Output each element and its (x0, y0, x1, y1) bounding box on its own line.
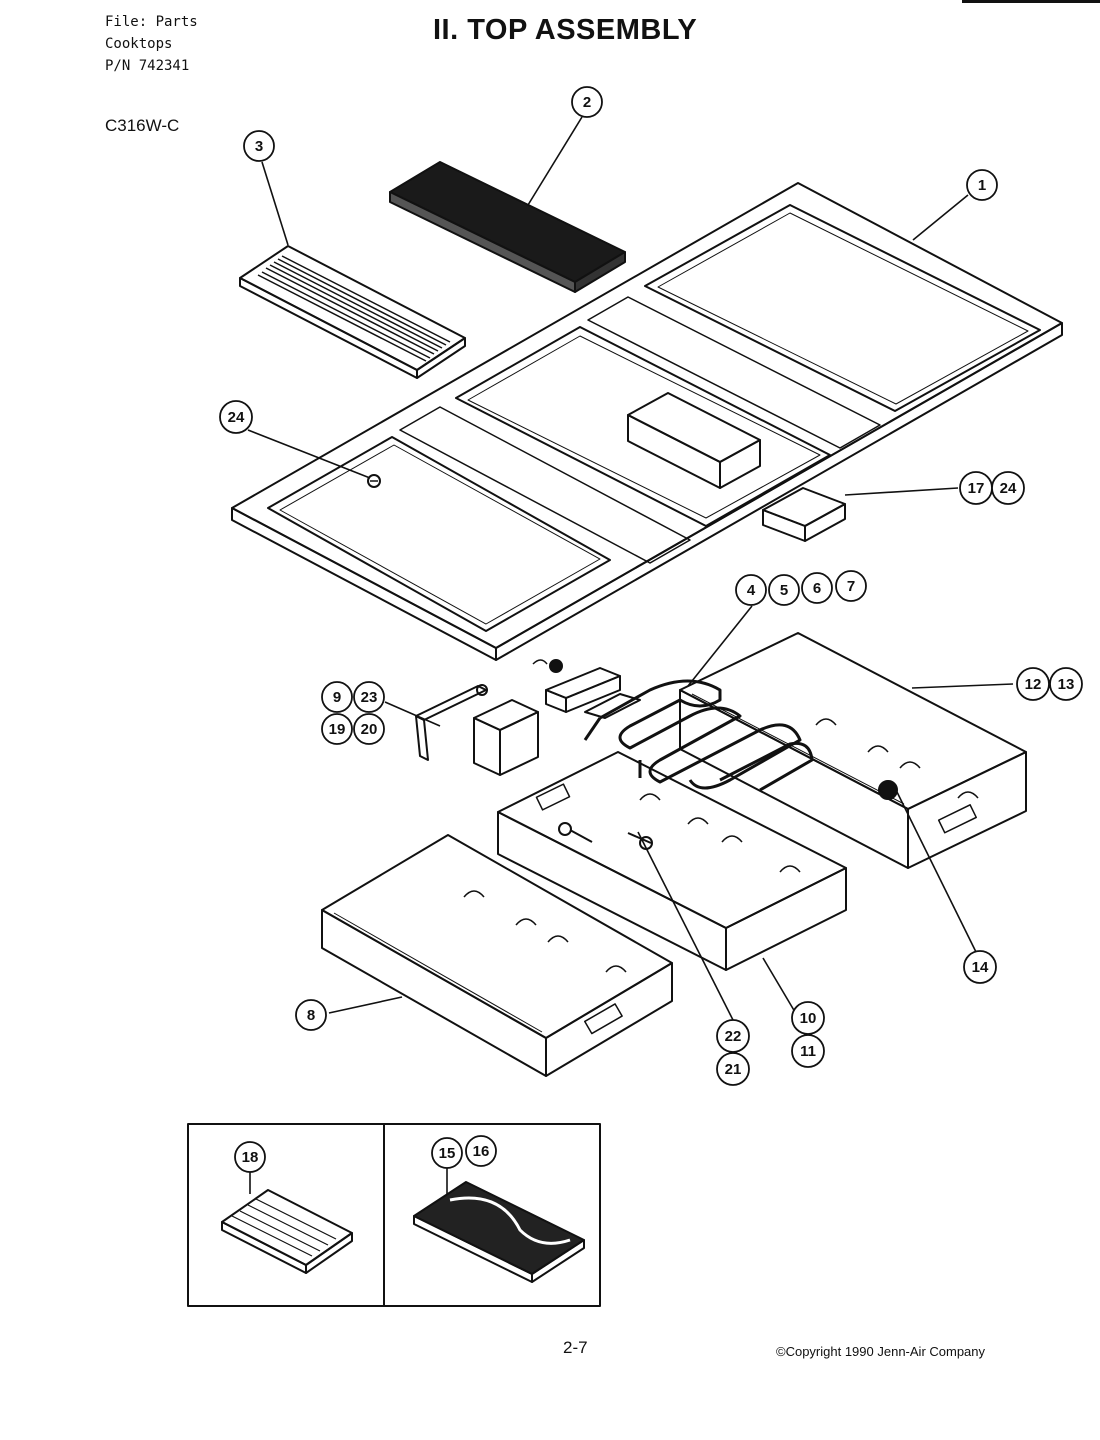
leader-lines (247, 116, 1014, 1194)
grille-part (239, 245, 466, 379)
callout-19: 19 (321, 713, 353, 745)
switch-part (473, 699, 539, 776)
rock-grate-part (413, 1181, 585, 1283)
callout-24-right: 24 (991, 471, 1025, 505)
svg-text:10: 10 (800, 1010, 817, 1027)
svg-text:24: 24 (1000, 480, 1017, 497)
svg-text:21: 21 (725, 1061, 742, 1078)
callout-12: 12 (1016, 667, 1050, 701)
callout-10: 10 (791, 1001, 825, 1035)
callout-9: 9 (321, 681, 353, 713)
callout-21: 21 (716, 1052, 750, 1086)
callout-4: 4 (735, 574, 767, 606)
category-line: Cooktops (105, 36, 173, 52)
callout-16: 16 (465, 1135, 497, 1167)
callout-7: 7 (835, 570, 867, 602)
svg-text:17: 17 (968, 480, 985, 497)
callout-15: 15 (431, 1137, 463, 1169)
inset-panel (187, 1123, 601, 1307)
svg-text:12: 12 (1025, 676, 1042, 693)
svg-text:16: 16 (473, 1143, 490, 1160)
svg-text:3: 3 (255, 138, 263, 155)
middle-pan-part (497, 751, 847, 971)
svg-text:19: 19 (329, 721, 346, 738)
filter-part (389, 161, 626, 293)
svg-text:15: 15 (439, 1145, 456, 1162)
copyright-notice: ©Copyright 1990 Jenn-Air Company (776, 1344, 986, 1359)
left-pan-part (321, 834, 673, 1077)
svg-text:5: 5 (780, 582, 788, 599)
callout-23: 23 (353, 681, 385, 713)
svg-text:22: 22 (725, 1028, 742, 1045)
callout-5: 5 (768, 574, 800, 606)
callout-3: 3 (243, 130, 275, 162)
svg-text:24: 24 (228, 409, 245, 426)
right-pan-part (679, 632, 1027, 869)
terminal-block-part (762, 487, 846, 542)
callout-18: 18 (234, 1141, 266, 1173)
callout-6: 6 (801, 572, 833, 604)
terminal-strip-part (532, 659, 641, 719)
callout-20: 20 (353, 713, 385, 745)
callout-13: 13 (1049, 667, 1083, 701)
callout-2: 2 (571, 86, 603, 118)
callout-14: 14 (963, 950, 997, 984)
svg-text:14: 14 (972, 959, 989, 976)
svg-text:23: 23 (361, 689, 378, 706)
top-frame-part (231, 182, 1063, 661)
svg-text:20: 20 (361, 721, 378, 738)
svg-text:11: 11 (800, 1043, 816, 1060)
heating-element-part (583, 679, 814, 792)
svg-text:1: 1 (978, 177, 986, 194)
svg-text:6: 6 (813, 580, 821, 597)
callout-11: 11 (791, 1034, 825, 1068)
top-rule (962, 0, 1100, 3)
junction-box-part (627, 392, 761, 489)
svg-text:13: 13 (1058, 676, 1075, 693)
callout-17: 17 (959, 471, 993, 505)
svg-text:7: 7 (847, 578, 855, 595)
page-number: 2-7 (563, 1338, 588, 1357)
callout-8: 8 (295, 999, 327, 1031)
bracket-part (415, 684, 488, 761)
svg-text:9: 9 (333, 689, 341, 706)
file-line: File: Parts (105, 14, 198, 30)
svg-text:2: 2 (583, 94, 591, 111)
callout-24-top: 24 (219, 400, 253, 434)
callout-22: 22 (716, 1019, 750, 1053)
callout-1: 1 (966, 169, 998, 201)
svg-text:8: 8 (307, 1007, 315, 1024)
svg-text:4: 4 (747, 582, 756, 599)
svg-text:18: 18 (242, 1149, 259, 1166)
model-number: C316W-C (105, 116, 180, 135)
page-title: II. TOP ASSEMBLY (433, 14, 698, 46)
griddle-part (221, 1189, 353, 1274)
part-number-line: P/N 742341 (105, 58, 190, 74)
